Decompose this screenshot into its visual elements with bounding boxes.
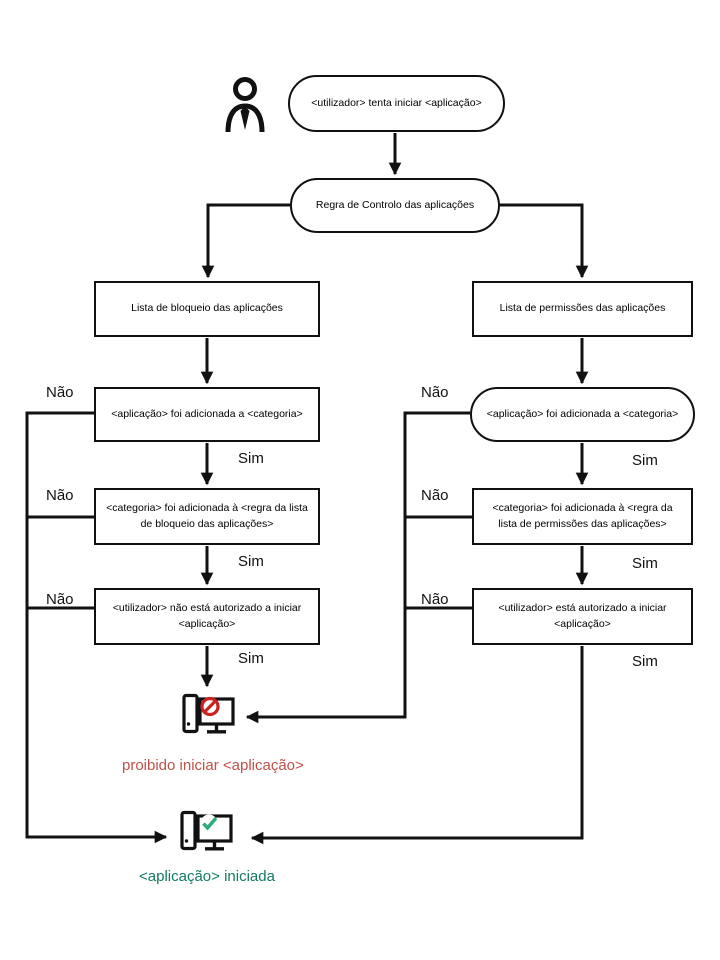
node-allow-step2: <categoria> foi adicionada à <regra da l… bbox=[472, 488, 693, 545]
label-sim-left-1: Sim bbox=[238, 450, 264, 467]
computer-started-icon bbox=[179, 810, 235, 862]
arrow-rule-to-allowlist bbox=[500, 203, 589, 279]
label-sim-right-3: Sim bbox=[632, 653, 658, 670]
label-nao-left-1: Não bbox=[46, 384, 74, 401]
node-allow-list: Lista de permissões das aplicações bbox=[472, 281, 693, 337]
checkmark-icon bbox=[202, 816, 218, 831]
node-block-list: Lista de bloqueio das aplicações bbox=[94, 281, 320, 337]
node-allow-step1: <aplicação> foi adicionada a <categoria> bbox=[470, 387, 695, 442]
label-sim-left-3: Sim bbox=[238, 650, 264, 667]
label-sim-left-2: Sim bbox=[238, 553, 264, 570]
arrow-right-sim-3-to-started bbox=[250, 646, 584, 845]
arrow-rule-to-blocklist bbox=[201, 203, 290, 279]
node-rule: Regra de Controlo das aplicações bbox=[290, 178, 500, 233]
label-nao-left-2: Não bbox=[46, 487, 74, 504]
label-sim-right-1: Sim bbox=[632, 452, 658, 469]
user-icon bbox=[224, 76, 266, 134]
started-outcome-text: <aplicação> iniciada bbox=[139, 868, 275, 885]
node-start: <utilizador> tenta iniciar <aplicação> bbox=[288, 75, 505, 132]
label-nao-right-1: Não bbox=[421, 384, 449, 401]
label-sim-right-2: Sim bbox=[632, 555, 658, 572]
denied-outcome-text: proibido iniciar <aplicação> bbox=[122, 757, 304, 774]
node-block-step1: <aplicação> foi adicionada a <categoria> bbox=[94, 387, 320, 442]
computer-denied-icon bbox=[181, 693, 237, 745]
label-nao-left-3: Não bbox=[46, 591, 74, 608]
node-block-step3: <utilizador> não está autorizado a inici… bbox=[94, 588, 320, 645]
node-allow-step3: <utilizador> está autorizado a iniciar <… bbox=[472, 588, 693, 645]
right-nao-rail-to-denied bbox=[245, 411, 470, 724]
node-block-step2: <categoria> foi adicionada à <regra da l… bbox=[94, 488, 320, 545]
label-nao-right-2: Não bbox=[421, 487, 449, 504]
label-nao-right-3: Não bbox=[421, 591, 449, 608]
left-nao-rail-to-started bbox=[25, 411, 168, 844]
